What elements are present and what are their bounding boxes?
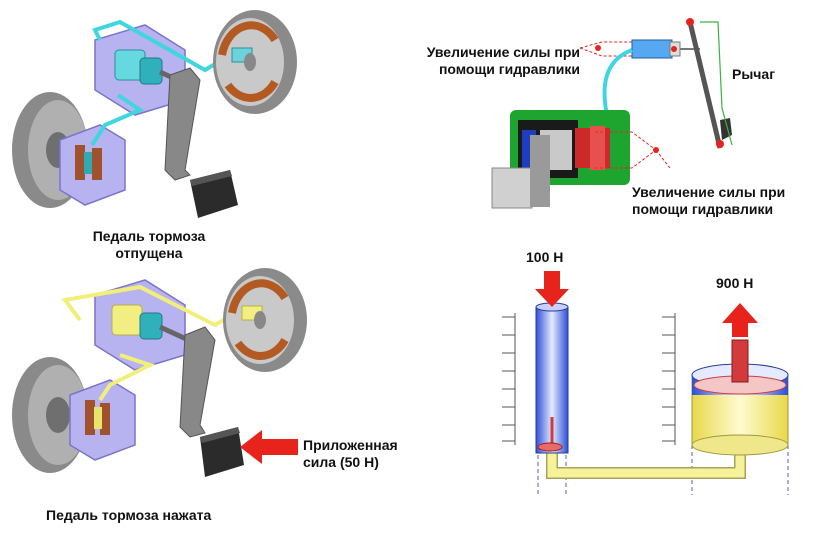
input-force-arrow	[535, 271, 569, 307]
output-force-label: 900 Н	[716, 275, 754, 291]
callout-top-dot	[595, 45, 601, 51]
brake-disc	[491, 135, 550, 209]
output-force-arrow	[722, 303, 758, 337]
lever-hydraulic-diagram: Увеличение силы при помощи гидравлики Ры…	[370, 0, 834, 240]
hydraulic-press-diagram: 100 Н 900 Н	[470, 245, 834, 537]
hydraulic-gain-top-line2: помощи гидравлики	[438, 61, 580, 77]
brake-released-diagram: Педаль тормоза отпущена	[0, 0, 330, 261]
hydraulic-gain-label-bottom: Увеличение силы при помощи гидравлики	[632, 184, 832, 218]
hydraulic-gain-label-top: Увеличение силы при помощи гидравлики	[380, 44, 580, 78]
hydraulic-gain-bottom-line2: помощи гидравлики	[632, 201, 774, 217]
brake-released-illustration	[12, 10, 297, 218]
small-piston	[537, 417, 563, 452]
lever-label: Рычаг	[732, 66, 776, 82]
applied-force-arrow	[240, 430, 298, 464]
caliper	[69, 379, 136, 461]
drum-brake	[213, 10, 297, 114]
callout-top	[579, 41, 632, 57]
caption-pedal-released-line1: Педаль тормоза	[92, 228, 206, 244]
lever-hydraulic-illustration	[491, 18, 733, 209]
large-cylinder	[691, 363, 789, 456]
callout-bottom	[595, 131, 671, 169]
applied-force-label: Приложенная сила (50 Н)	[303, 437, 433, 471]
hydraulic-press-illustration	[502, 271, 789, 495]
brake-pedal	[179, 326, 244, 477]
brake-pedal	[164, 67, 238, 218]
applied-force-line2: сила (50 Н)	[303, 454, 379, 470]
caliper	[59, 124, 126, 206]
caption-pedal-pressed: Педаль тормоза нажата	[46, 507, 212, 523]
left-scale	[502, 313, 516, 445]
drum-brake	[223, 268, 307, 372]
master-cylinder	[631, 39, 700, 59]
brake-pressed-illustration	[12, 268, 307, 477]
master-cylinder	[94, 279, 197, 371]
applied-force-line1: Приложенная	[303, 437, 398, 453]
hydraulic-gain-top-line1: Увеличение силы при	[426, 44, 580, 60]
right-scale	[662, 313, 676, 445]
brake-pressed-diagram: Приложенная сила (50 Н) Педаль тормоза н…	[0, 265, 460, 537]
caption-pedal-released-line2: отпущена	[115, 245, 183, 261]
connecting-pipe-fluid	[547, 450, 745, 478]
caption-pedal-released: Педаль тормоза отпущена	[64, 228, 234, 262]
input-force-label: 100 Н	[526, 249, 564, 265]
large-piston-rod	[731, 339, 749, 383]
lever	[686, 18, 733, 149]
callout-bottom-dot	[653, 147, 659, 153]
hydraulic-gain-bottom-line1: Увеличение силы при	[632, 184, 786, 200]
